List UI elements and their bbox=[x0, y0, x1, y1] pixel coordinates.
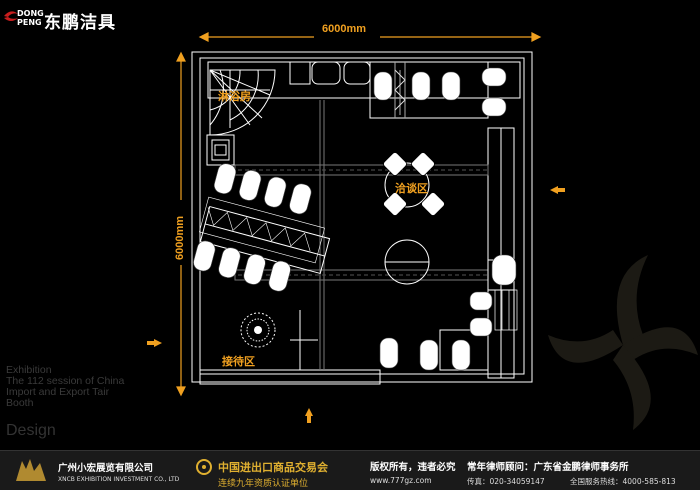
company-name-cn: 广州小宏展览有限公司 bbox=[58, 463, 154, 474]
company-name-en: XNCB EXHIBITION INVESTMENT CO., LTD bbox=[58, 476, 180, 483]
company-logo-icon bbox=[16, 459, 46, 481]
fair-logo-icon bbox=[196, 459, 212, 475]
zone-label-reception: 接待区 bbox=[222, 355, 255, 368]
fax-text: 传真：020-34059147 bbox=[467, 477, 545, 486]
fair-name-cn: 中国进出口商品交易会 bbox=[218, 461, 328, 474]
caption-line-4: Booth bbox=[6, 397, 34, 409]
logo-brand-name: 东鹏洁具 bbox=[44, 13, 116, 32]
zone-label-negotiation: 洽谈区 bbox=[395, 182, 428, 195]
copyright-text: 版权所有，违者必究 bbox=[370, 462, 456, 473]
fair-subtitle: 连续九年资质认证单位 bbox=[218, 479, 309, 489]
zone-label-shower: 淋浴房 bbox=[218, 90, 251, 103]
exhibition-caption: Exhibition The 112 session of China Impo… bbox=[6, 365, 124, 409]
logo-swirl-icon bbox=[4, 11, 18, 21]
entry-arrow-right bbox=[550, 186, 558, 194]
caption-line-1: Exhibition bbox=[6, 364, 52, 376]
hotline-text: 全国服务热线：4000-585-813 bbox=[570, 477, 676, 486]
footer-bar: 广州小宏展览有限公司 XNCB EXHIBITION INVESTMENT CO… bbox=[0, 450, 700, 490]
caption-line-3: Import and Export Tair bbox=[6, 386, 110, 398]
caption-design: Design bbox=[6, 422, 56, 439]
website-link[interactable]: www.777gz.com bbox=[370, 476, 432, 485]
reception-round-ornament bbox=[240, 312, 276, 348]
caption-line-2: The 112 session of China bbox=[6, 375, 125, 387]
lawyer-text: 常年律师顾问：广东省金鹏律师事务所 bbox=[467, 462, 629, 473]
floor-plan-drawing bbox=[147, 32, 565, 423]
logo-en-line1: DONG bbox=[17, 9, 44, 18]
logo-en-line2: PENG bbox=[17, 18, 42, 27]
swirl-watermark-icon bbox=[548, 255, 698, 430]
dimension-width-label: 6000mm bbox=[322, 23, 367, 35]
